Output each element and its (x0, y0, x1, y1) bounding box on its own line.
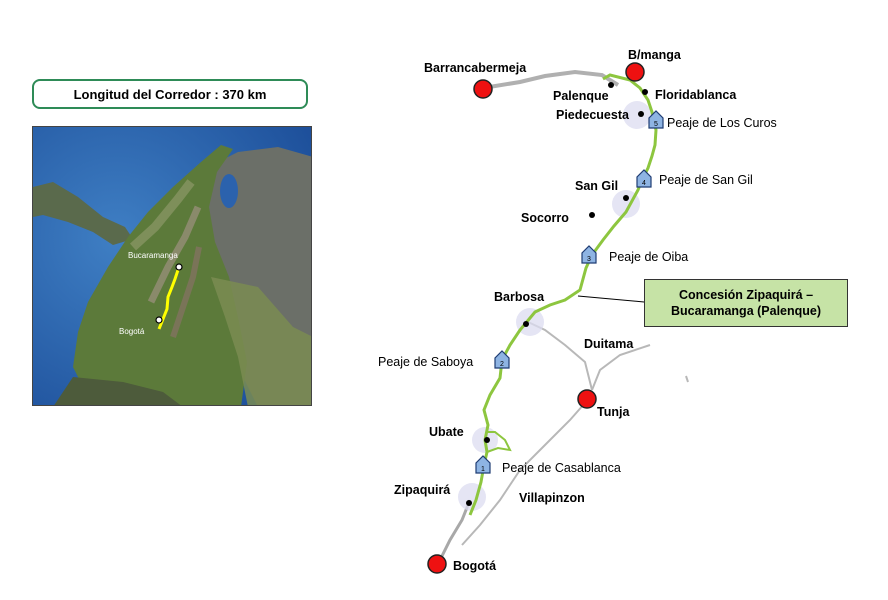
label-socorro: Socorro (521, 211, 569, 225)
colombia-inset-map: Bucaramanga Bogotá (32, 126, 312, 406)
city-bmanga-marker (625, 62, 645, 82)
town-socorro-dot (589, 212, 595, 218)
halo-piedecuesta (623, 101, 651, 129)
colombia-landmass (73, 145, 247, 405)
city-bogota-marker (427, 554, 447, 574)
toll-2-number: 2 (500, 361, 504, 368)
town-barbosa-dot (523, 321, 529, 327)
corridor-length-text: Longitud del Corredor : 370 km (73, 86, 267, 102)
inset-bucaramanga-label: Bucaramanga (128, 251, 178, 260)
label-zipaquira: Zipaquirá (394, 483, 450, 497)
town-ubate-dot (484, 437, 490, 443)
label-toll-saboya: Peaje de Saboya (378, 355, 473, 369)
label-floridablanca: Floridablanca (655, 88, 737, 102)
road-tunja-duitama (591, 344, 651, 391)
label-toll-los-curos: Peaje de Los Curos (667, 116, 777, 130)
concession-label: Concesión Zipaquirá – Bucaramanga (Palen… (644, 279, 848, 327)
concession-line-1: Concesión Zipaquirá – (678, 288, 814, 302)
label-barbosa: Barbosa (494, 290, 545, 304)
south-landmass (54, 377, 181, 405)
city-tunja-marker (577, 389, 597, 409)
road-tunja-bogota (461, 394, 593, 546)
inset-bucaramanga-marker (175, 263, 183, 271)
corridor-length-label: Longitud del Corredor : 370 km (32, 79, 308, 109)
concession-leader-line (577, 295, 645, 303)
halo-barbosa (516, 308, 544, 336)
toll-4-number: 4 (642, 180, 646, 187)
toll-3-number: 3 (587, 256, 591, 263)
town-floridablanca-dot (642, 89, 648, 95)
andes-western (129, 179, 195, 251)
toll-5-marker: 5 (648, 110, 664, 129)
label-piedecuesta: Piedecuesta (556, 108, 630, 122)
road-zipaquira-bogota (438, 499, 472, 561)
town-piedecuesta-dot (638, 111, 644, 117)
label-san-gil: San Gil (575, 179, 618, 193)
andes-eastern (170, 246, 202, 338)
label-duitama: Duitama (584, 337, 634, 351)
inset-bogota-label: Bogotá (119, 327, 145, 336)
label-ubate: Ubate (429, 425, 464, 439)
town-zipaquira-dot (466, 500, 472, 506)
llanos-region (211, 277, 311, 405)
route-map: 5 4 3 2 1 Barrancabermeja B/manga Tunja … (378, 48, 777, 574)
label-tunja: Tunja (597, 405, 630, 419)
town-palenque-dot (608, 82, 614, 88)
toll-1-marker: 1 (475, 455, 491, 474)
label-bogota: Bogotá (453, 559, 496, 573)
label-toll-san-gil: Peaje de San Gil (659, 173, 753, 187)
toll-4-marker: 4 (636, 169, 652, 188)
concession-line-2: Bucaramanga (Palenque) (670, 304, 822, 318)
toll-5-number: 5 (654, 121, 658, 128)
town-san-gil-dot (623, 195, 629, 201)
inset-map-graphic: Bucaramanga Bogotá (33, 127, 311, 405)
lake-maracaibo (220, 174, 238, 208)
label-villapinzon: Villapinzon (519, 491, 585, 505)
inset-corridor-route (157, 266, 181, 330)
label-palenque: Palenque (553, 89, 609, 103)
city-barrancabermeja-marker (473, 79, 493, 99)
toll-2-marker: 2 (494, 350, 510, 369)
label-toll-casablanca: Peaje de Casablanca (502, 461, 621, 475)
label-toll-oiba: Peaje de Oiba (609, 250, 688, 264)
inset-bogota-marker (155, 316, 163, 324)
corridor-branch-ubate (486, 431, 512, 453)
panama-landmass (33, 182, 133, 245)
toll-1-number: 1 (481, 466, 485, 473)
andes-central (147, 205, 202, 304)
label-bmanga: B/manga (628, 48, 682, 62)
label-barrancabermeja: Barrancabermeja (424, 61, 527, 75)
road-fragment (685, 375, 689, 383)
toll-3-marker: 3 (581, 245, 597, 264)
